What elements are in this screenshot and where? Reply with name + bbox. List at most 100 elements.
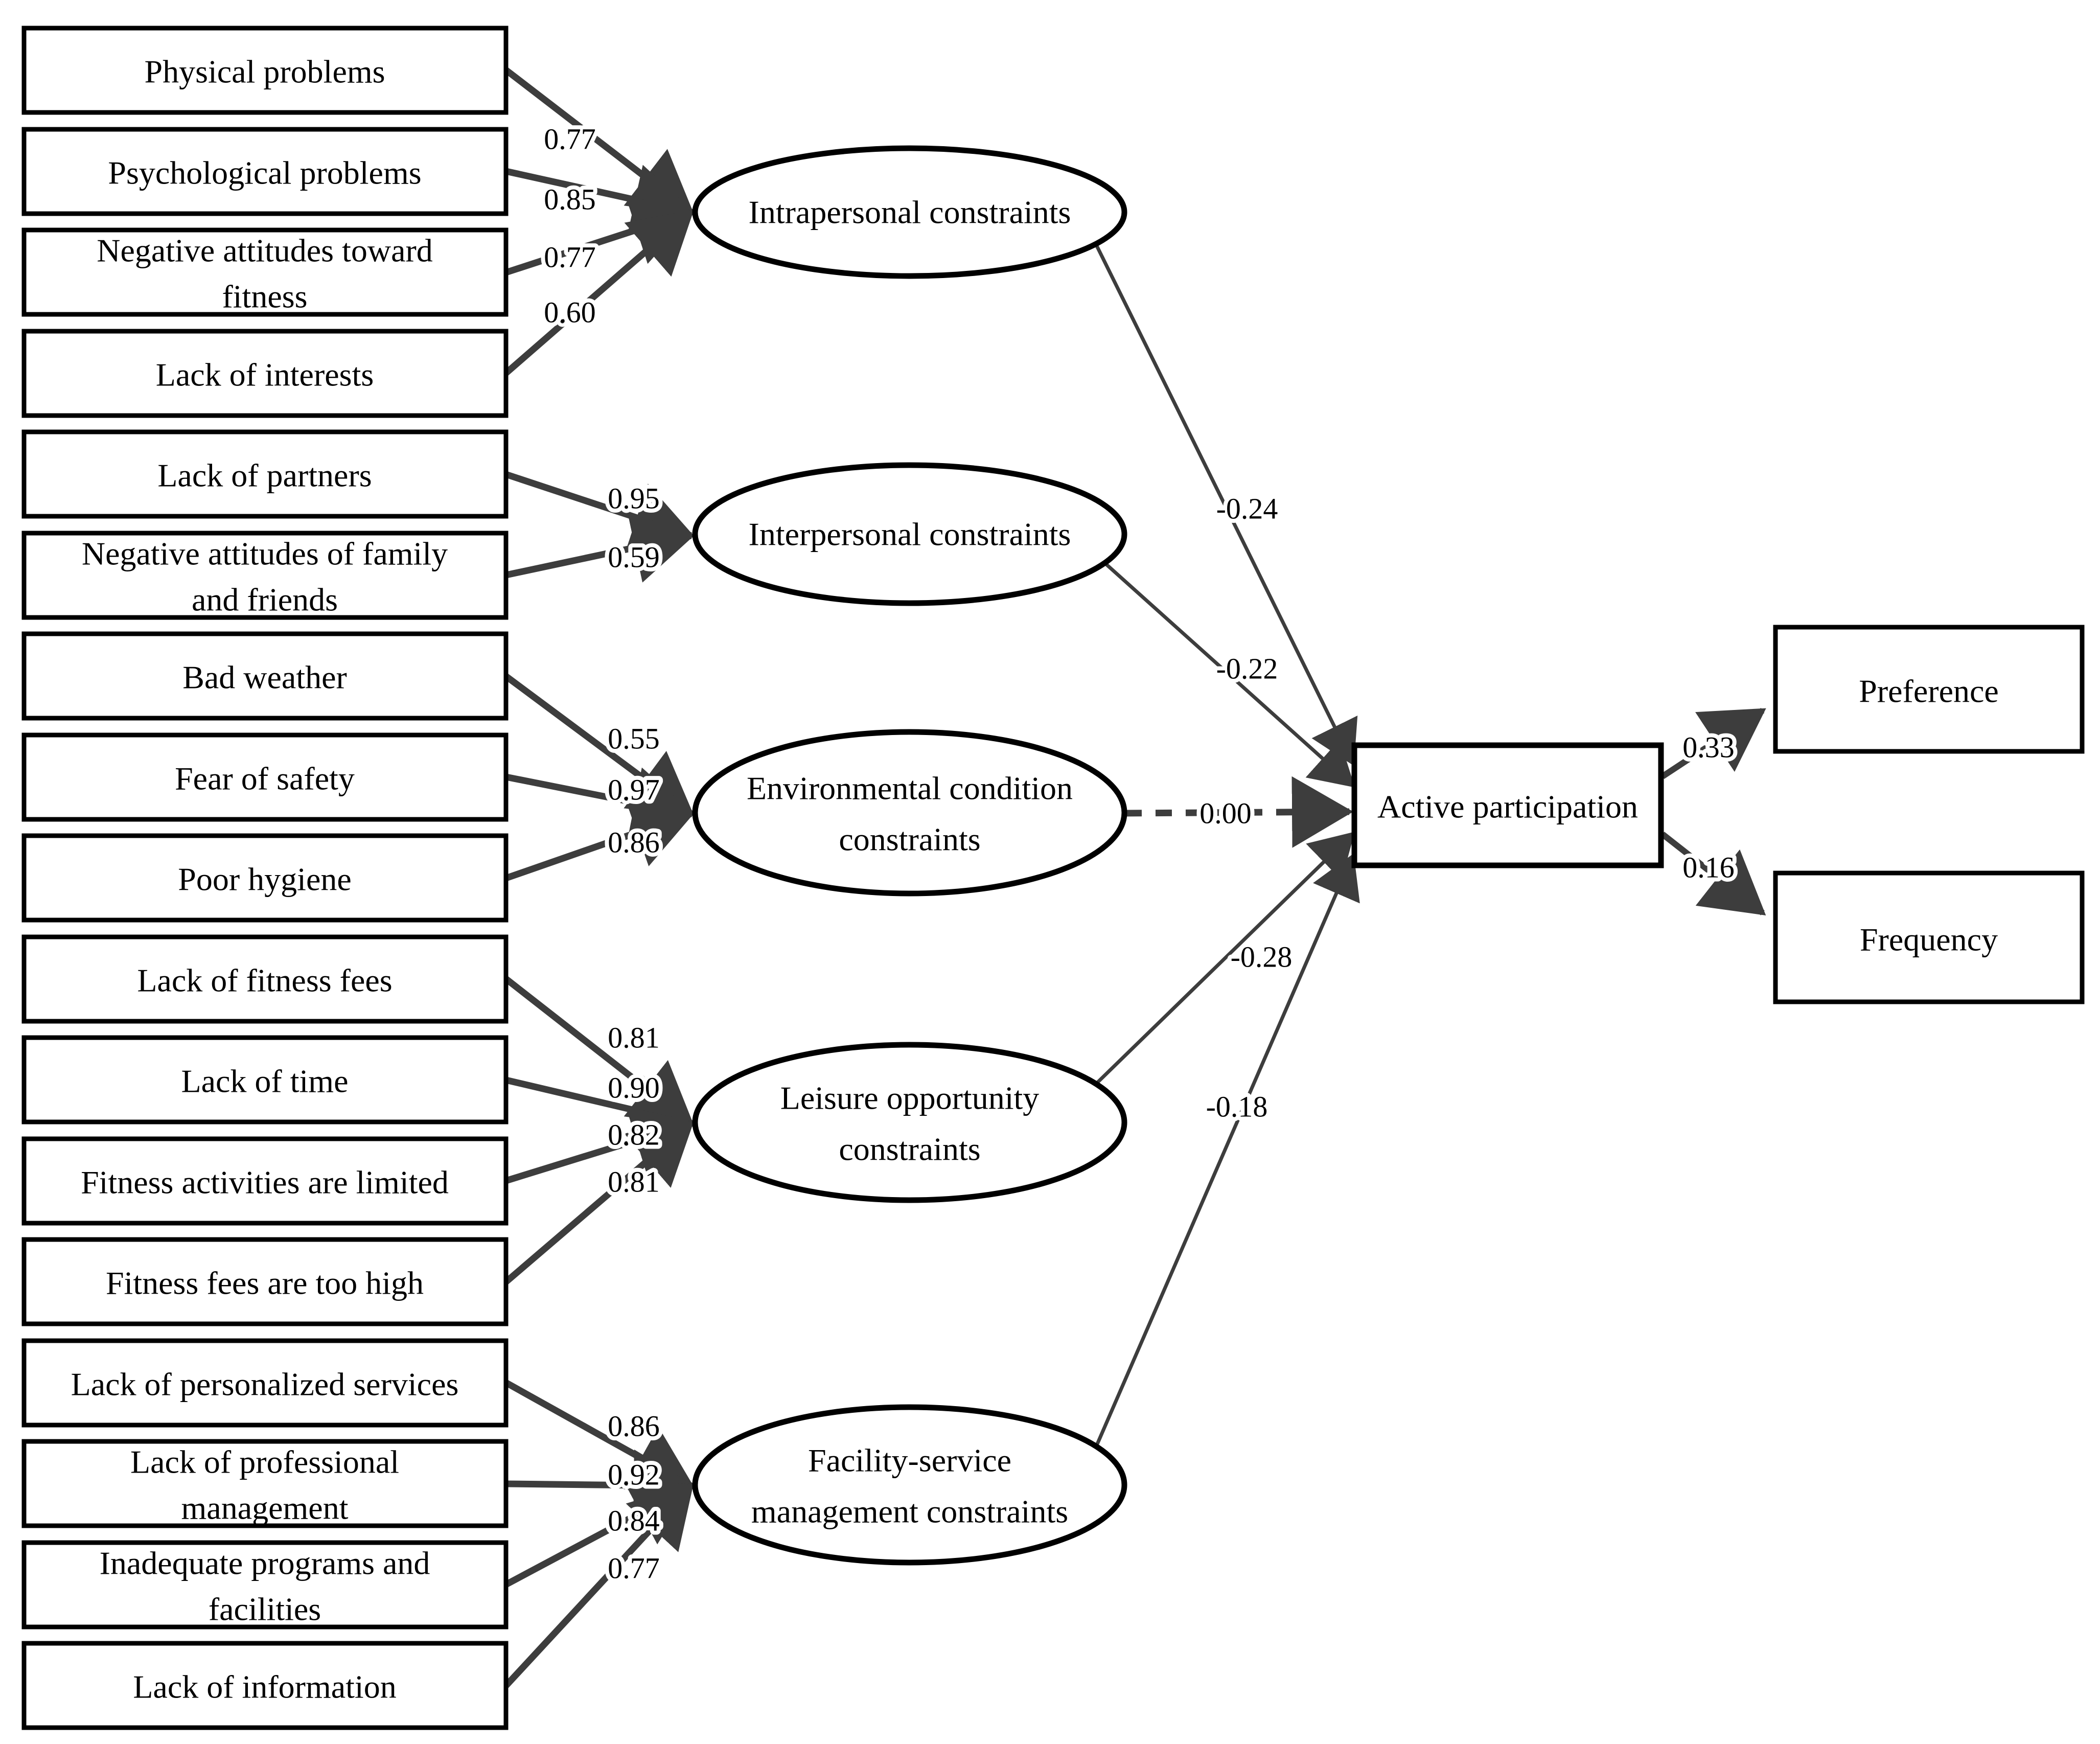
arrow-outcome-to-preference: [1660, 707, 1766, 779]
loading-value: 0.81: [608, 1165, 660, 1199]
path-coefficient: -0.28: [1231, 940, 1293, 974]
indicator-label: Negative attitudes of family: [82, 536, 448, 572]
indicator-label: Fitness activities are limited: [81, 1164, 449, 1201]
loading-value: 0.86: [608, 1410, 660, 1443]
path-interpersonal-to-outcome: [1102, 561, 1355, 788]
loading-value: 0.95: [608, 482, 660, 515]
outcome-boxes-group: Active participation Preference Frequenc…: [1351, 625, 2085, 1004]
loading-value: 0.84: [608, 1504, 660, 1538]
loading-arrow: [504, 1481, 695, 1588]
indicator-box: [21, 531, 509, 620]
frequency-box: [1773, 870, 2085, 1004]
structural-paths-group: [1094, 243, 1360, 1449]
loading-arrow: [503, 1120, 695, 1284]
path-environmental-to-outcome-dashed: [1125, 776, 1353, 848]
latent-label: Intrapersonal constraints: [749, 194, 1071, 231]
indicator-box: [21, 127, 509, 216]
indicator-label: Fear of safety: [175, 761, 355, 797]
indicator-box: [21, 429, 509, 519]
indicator-label: Lack of partners: [157, 457, 372, 494]
loading-value: 0.55: [608, 722, 660, 755]
indicator-label: fitness: [222, 279, 307, 315]
loading-arrow: [504, 196, 695, 276]
loading-value: 0.77: [608, 1552, 660, 1585]
loading-arrows-group: [503, 67, 695, 1688]
indicator-label: Lack of professional: [130, 1444, 399, 1480]
indicator-label: facilities: [209, 1591, 321, 1627]
loading-value: 0.82: [608, 1118, 660, 1152]
effect-coefficient: 0.33: [1682, 731, 1735, 764]
loading-values-group: 0.77 0.85 0.77 0.60 0.95 0.59 0.55 0.97 …: [540, 119, 664, 1589]
outcome-box: [1351, 742, 1664, 868]
latent-label: Leisure opportunity: [780, 1080, 1040, 1116]
indicator-box: [21, 227, 509, 317]
indicator-box: [21, 934, 509, 1024]
latent-ellipse-intrapersonal: [692, 145, 1127, 279]
indicator-box: [21, 1439, 509, 1528]
indicator-box: [21, 833, 509, 923]
indicator-box: [21, 1338, 509, 1428]
path-intrapersonal-to-outcome: [1094, 243, 1358, 766]
loading-value: 0.86: [608, 826, 660, 859]
indicator-label: Bad weather: [182, 659, 347, 696]
loading-value: 0.60: [544, 296, 596, 329]
latent-label: constraints: [839, 1131, 980, 1167]
indicator-box: [21, 1540, 509, 1630]
path-leisure-to-outcome: [1094, 832, 1355, 1086]
indicator-label: and friends: [192, 582, 338, 618]
indicator-box: [21, 732, 509, 822]
path-coefficient: -0.18: [1206, 1090, 1268, 1123]
indicator-box: [21, 1237, 509, 1326]
loading-value: 0.92: [608, 1458, 660, 1491]
latent-label: Environmental condition: [747, 770, 1073, 807]
loading-value: 0.77: [544, 241, 596, 274]
indicator-label: Inadequate programs and: [100, 1545, 430, 1581]
indicator-label: Psychological problems: [108, 155, 421, 191]
indicator-label: Physical problems: [144, 54, 385, 90]
indicator-label: Negative attitudes toward: [97, 233, 433, 269]
indicator-boxes-group: Physical problems Psychological problems…: [21, 26, 509, 1730]
indicator-label: Fitness fees are too high: [106, 1265, 424, 1301]
outcome-label: Active participation: [1377, 789, 1638, 825]
indicator-label: Lack of information: [133, 1669, 396, 1705]
path-coefficient: 0.00: [1199, 797, 1252, 830]
indicator-box: [21, 1641, 509, 1730]
path-facility-to-outcome: [1094, 853, 1360, 1449]
arrow-outcome-to-frequency: [1660, 832, 1766, 915]
indicator-box: [21, 1136, 509, 1226]
latent-label: management constraints: [751, 1494, 1068, 1530]
path-coefficient: -0.22: [1216, 652, 1278, 685]
loading-arrow: [504, 1380, 695, 1489]
loading-arrow: [503, 209, 695, 376]
loading-arrow: [504, 798, 695, 882]
loading-arrow: [503, 1483, 694, 1688]
path-coefficients-group: -0.24 -0.22 0.00 -0.28 -0.18 0.33 0.16: [1195, 488, 1739, 1128]
latent-label: Interpersonal constraints: [749, 516, 1071, 553]
loading-value: 0.90: [608, 1071, 660, 1105]
loading-arrow: [505, 1449, 695, 1521]
indicator-label: Lack of personalized services: [71, 1366, 459, 1403]
indicator-label: management: [181, 1490, 349, 1526]
loading-value: 0.97: [608, 773, 660, 807]
loading-arrow: [504, 471, 695, 552]
preference-box: [1773, 625, 2085, 754]
path-coefficient: -0.24: [1216, 492, 1278, 525]
preference-label: Preference: [1859, 673, 1999, 709]
latent-ellipses-group: Intrapersonal constraints Interpersonal …: [692, 145, 1127, 1566]
latent-ellipse-environmental: [692, 729, 1127, 897]
indicator-box: [21, 631, 509, 721]
indicator-label: Lack of interests: [156, 357, 374, 393]
loading-arrow: [505, 512, 695, 583]
indicator-box: [21, 329, 509, 418]
effect-coefficient: 0.16: [1682, 851, 1735, 884]
outcome-effect-arrows-group: [1660, 707, 1766, 915]
indicator-box: [21, 26, 509, 115]
loading-value: 0.77: [544, 123, 596, 156]
loading-value: 0.85: [544, 183, 596, 216]
latent-ellipse-leisure: [692, 1042, 1127, 1203]
latent-label: Facility-service: [808, 1442, 1011, 1479]
indicator-label: Lack of time: [181, 1063, 349, 1099]
loading-arrow: [505, 1106, 695, 1184]
